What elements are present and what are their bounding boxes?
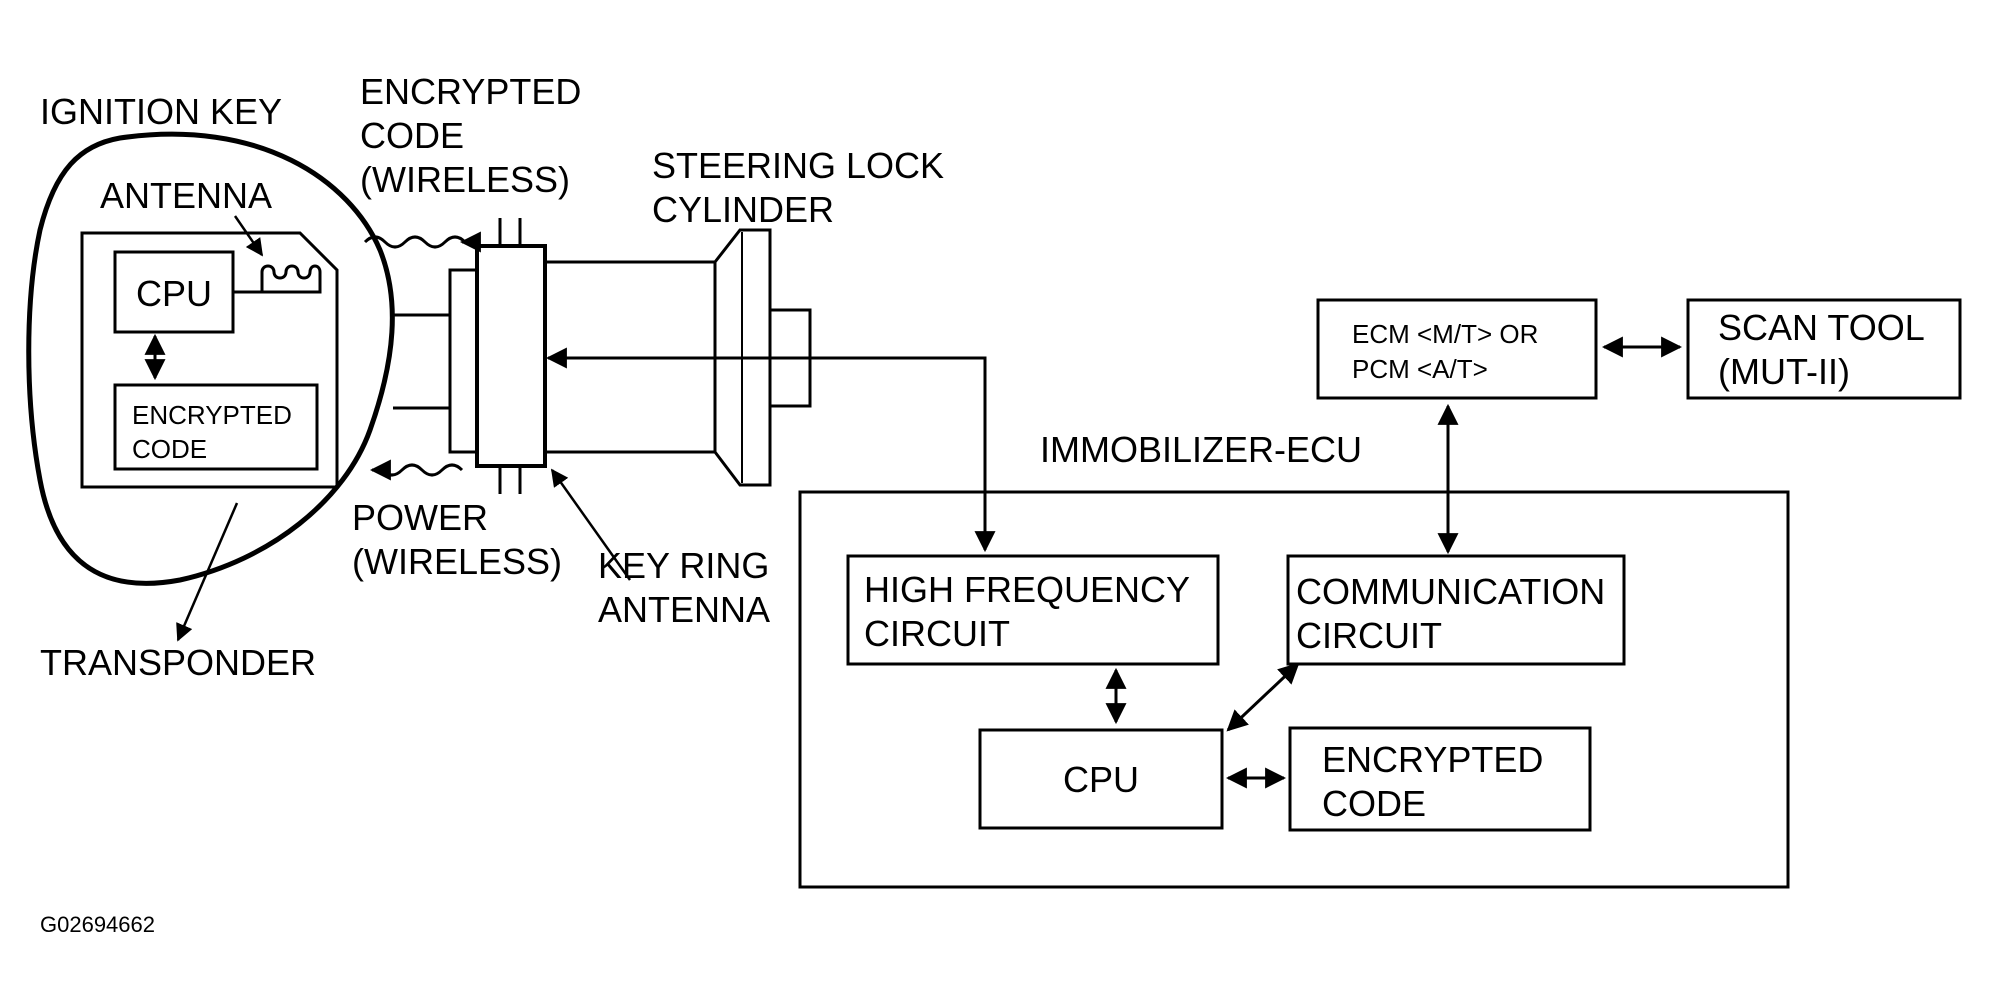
ecu-encrypted-code-box [1288,726,1592,832]
immobilizer-title: IMMOBILIZER-ECU [1040,429,1362,470]
comm-line2: CIRCUIT [1296,615,1442,656]
key-ring-antenna-line2: ANTENNA [598,589,770,630]
antenna-coil-icon [233,264,322,294]
key-ring-antenna-line1: KEY RING [598,545,769,586]
steering-lock-line1: STEERING LOCK [652,145,944,186]
antenna-label: ANTENNA [100,175,272,216]
ecu-code-line2: CODE [1322,783,1426,824]
steering-lock-line2: CYLINDER [652,189,834,230]
hf-line2: CIRCUIT [864,613,1010,654]
comm-line1: COMMUNICATION [1296,571,1605,612]
wireless-power-wave-icon [369,459,464,481]
key-encrypted-code-box [113,383,319,471]
transponder-chip [80,231,339,489]
key-code-line2: CODE [132,434,207,464]
ecm-line1: ECM <M/T> OR [1352,319,1538,349]
ecu-code-line1: ENCRYPTED [1322,739,1543,780]
scan-tool-line1: SCAN TOOL [1718,307,1925,348]
ecu-cpu-label: CPU [1063,759,1139,800]
high-frequency-circuit-box [846,554,1220,666]
signal-code-line2: CODE [360,115,464,156]
key-cpu-label: CPU [136,273,212,314]
key-ring-antenna-body [448,268,479,454]
ecm-pcm-box [1316,298,1598,400]
ignition-key-outline [26,131,395,586]
scan-tool-line2: (MUT-II) [1718,351,1850,392]
wireless-code-wave-icon [363,231,481,253]
figure-id: G02694662 [40,912,155,937]
signal-power-line2: (WIRELESS) [352,541,562,582]
ignition-key-title: IGNITION KEY [40,91,282,132]
signal-power-line1: POWER [352,497,488,538]
immobilizer-ecu-box [798,490,1790,889]
signal-code-line3: (WIRELESS) [360,159,570,200]
scan-tool-box [1686,298,1962,400]
transponder-label: TRANSPONDER [40,642,316,683]
key-code-line1: ENCRYPTED [132,400,292,430]
hf-line1: HIGH FREQUENCY [864,569,1190,610]
key-ring-antenna-coil [475,244,547,468]
ecu-cpu-box [978,728,1224,830]
ecm-line2: PCM <A/T> [1352,354,1488,384]
communication-circuit-box [1286,554,1626,666]
signal-code-line1: ENCRYPTED [360,71,581,112]
